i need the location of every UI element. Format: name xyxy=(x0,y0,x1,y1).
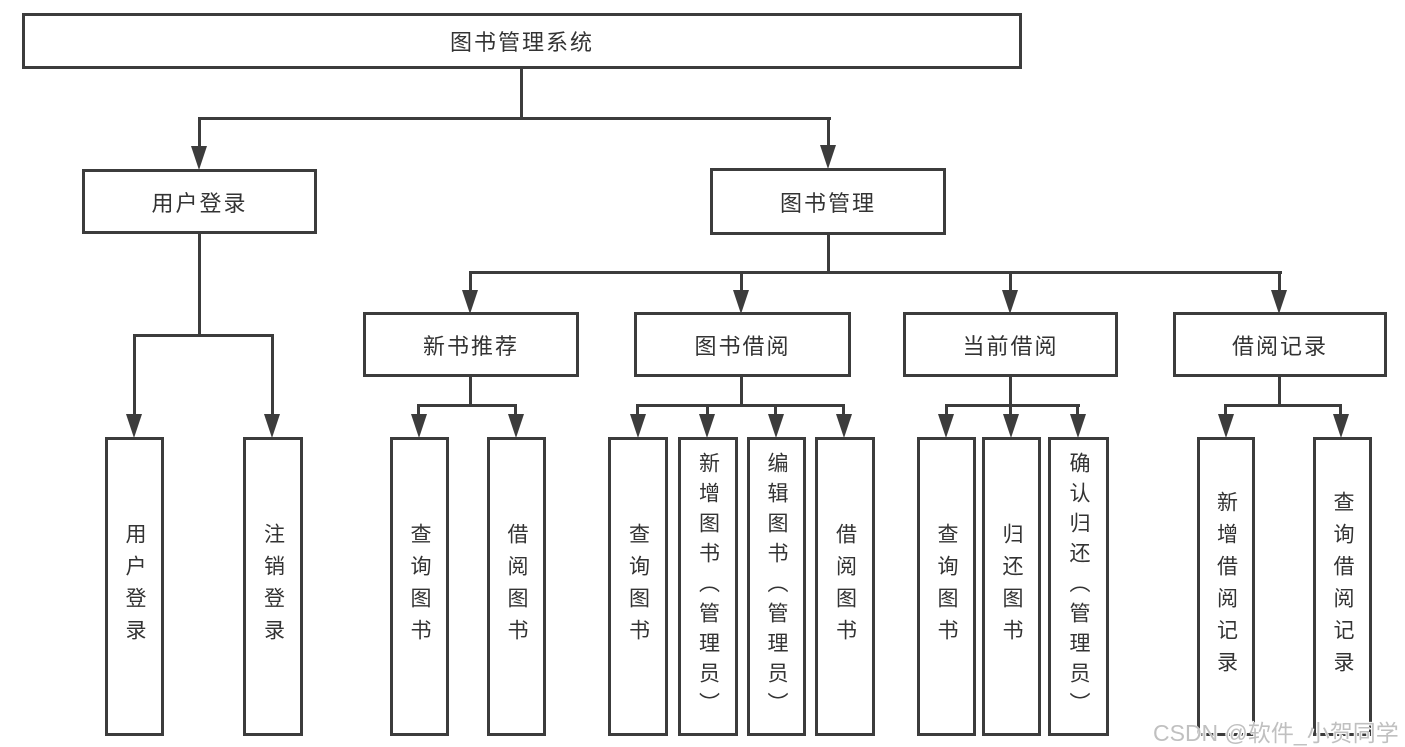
leaf-newbook-query-label: 查询图书 xyxy=(408,522,431,651)
node-root: 图书管理系统 xyxy=(22,13,1022,69)
arrow-to-e1 xyxy=(1218,414,1234,438)
leaf-borrow-query: 查询图书 xyxy=(608,437,668,736)
leaf-borrow-query-label: 查询图书 xyxy=(626,522,650,651)
leaf-record-add-label: 新增借阅记录 xyxy=(1214,490,1238,683)
connector-newbook-stem xyxy=(469,375,472,407)
connector-e1-drop xyxy=(1224,404,1227,418)
arrow-to-b1 xyxy=(411,414,427,438)
node-root-label: 图书管理系统 xyxy=(449,30,594,55)
csdn-watermark: CSDN @软件_小贺同学 xyxy=(1153,720,1399,746)
leaf-logout: 注销登录 xyxy=(243,437,303,736)
node-user-login-label: 用户登录 xyxy=(151,190,248,216)
node-borrow-record-label: 借阅记录 xyxy=(1231,333,1328,359)
leaf-record-query: 查询借阅记录 xyxy=(1313,437,1372,736)
connector-bookborrow-stem xyxy=(740,375,743,407)
leaf-logout-label: 注销登录 xyxy=(261,522,285,651)
leaf-user-login-label: 用户登录 xyxy=(123,522,146,651)
arrow-to-newbook xyxy=(462,290,478,314)
connector-book-mgmt-drop xyxy=(827,117,830,148)
arrow-to-c4 xyxy=(836,414,852,438)
arrow-to-leaf-login xyxy=(126,414,142,438)
connector-leaf-login-drop xyxy=(133,334,136,416)
connector-c4-drop xyxy=(842,404,845,418)
connector-currentborrow-drop xyxy=(1009,271,1012,293)
connector-bookborrow-bar xyxy=(636,404,845,407)
leaf-borrow-edit-admin: 编辑图书（管理员） xyxy=(747,437,806,736)
leaf-borrow-add-admin: 新增图书（管理员） xyxy=(678,437,738,736)
arrow-to-book-mgmt xyxy=(820,145,836,169)
node-new-book-recommend-label: 新书推荐 xyxy=(422,333,519,359)
leaf-current-return: 归还图书 xyxy=(982,437,1041,736)
node-borrow-record: 借阅记录 xyxy=(1173,312,1387,377)
leaf-borrow-add-admin-label: 新增图书（管理员） xyxy=(696,451,720,722)
node-new-book-recommend: 新书推荐 xyxy=(363,312,579,377)
node-current-borrow: 当前借阅 xyxy=(903,312,1118,377)
leaf-newbook-borrow-label: 借阅图书 xyxy=(505,522,528,651)
arrow-to-b2 xyxy=(508,414,524,438)
connector-borrowrecord-bar xyxy=(1224,404,1342,407)
connector-currentborrow-bar xyxy=(945,404,1080,407)
arrow-to-e2 xyxy=(1333,414,1349,438)
leaf-current-confirm-admin: 确认归还（管理员） xyxy=(1048,437,1109,736)
arrow-to-leaf-logout xyxy=(264,414,280,438)
connector-d1-drop xyxy=(945,404,948,418)
arrow-to-d3 xyxy=(1070,414,1086,438)
leaf-user-login: 用户登录 xyxy=(105,437,164,736)
arrow-to-c1 xyxy=(630,414,646,438)
connector-borrowrecord-stem xyxy=(1278,375,1281,407)
arrow-to-d2 xyxy=(1003,414,1019,438)
connector-bookborrow-drop xyxy=(740,271,743,293)
node-book-management-label: 图书管理 xyxy=(779,190,876,216)
connector-user-login-stem xyxy=(198,232,201,337)
node-book-borrow-label: 图书借阅 xyxy=(694,333,791,359)
connector-c2-drop xyxy=(706,404,709,418)
arrow-to-d1 xyxy=(938,414,954,438)
connector-c1-drop xyxy=(636,404,639,418)
connector-level2-bar xyxy=(198,117,831,120)
node-user-login: 用户登录 xyxy=(82,169,317,234)
leaf-record-add: 新增借阅记录 xyxy=(1197,437,1255,736)
leaf-current-confirm-admin-label: 确认归还（管理员） xyxy=(1067,451,1090,722)
arrow-to-borrowrecord xyxy=(1271,290,1287,314)
node-book-management: 图书管理 xyxy=(710,168,946,235)
connector-d2-drop xyxy=(1009,404,1012,418)
connector-level3-bar xyxy=(469,271,1282,274)
connector-newbook-drop xyxy=(469,271,472,293)
leaf-record-query-label: 查询借阅记录 xyxy=(1331,490,1354,683)
connector-d3-drop xyxy=(1076,404,1079,418)
connector-borrowrecord-drop xyxy=(1278,271,1281,293)
node-current-borrow-label: 当前借阅 xyxy=(962,333,1059,359)
arrow-to-currentborrow xyxy=(1002,290,1018,314)
connector-b2-drop xyxy=(514,404,517,418)
leaf-current-return-label: 归还图书 xyxy=(1000,522,1023,651)
connector-newbook-bar xyxy=(417,404,517,407)
connector-user-login-drop xyxy=(198,117,201,149)
arrow-to-c3 xyxy=(768,414,784,438)
connector-currentborrow-stem xyxy=(1009,375,1012,407)
connector-b1-drop xyxy=(417,404,420,418)
connector-root-stem xyxy=(520,68,523,120)
arrow-to-c2 xyxy=(699,414,715,438)
leaf-borrow-borrow: 借阅图书 xyxy=(815,437,875,736)
leaf-current-query-label: 查询图书 xyxy=(935,522,958,651)
leaf-newbook-borrow: 借阅图书 xyxy=(487,437,546,736)
leaf-borrow-borrow-label: 借阅图书 xyxy=(833,522,857,651)
connector-leaf-logout-drop xyxy=(271,334,274,416)
node-book-borrow: 图书借阅 xyxy=(634,312,851,377)
connector-c3-drop xyxy=(774,404,777,418)
arrow-to-user-login xyxy=(191,146,207,170)
connector-e2-drop xyxy=(1339,404,1342,418)
connector-book-mgmt-stem xyxy=(827,234,830,274)
leaf-current-query: 查询图书 xyxy=(917,437,976,736)
connector-user-login-bar xyxy=(133,334,274,337)
leaf-newbook-query: 查询图书 xyxy=(390,437,449,736)
leaf-borrow-edit-admin-label: 编辑图书（管理员） xyxy=(765,451,788,722)
arrow-to-bookborrow xyxy=(733,290,749,314)
